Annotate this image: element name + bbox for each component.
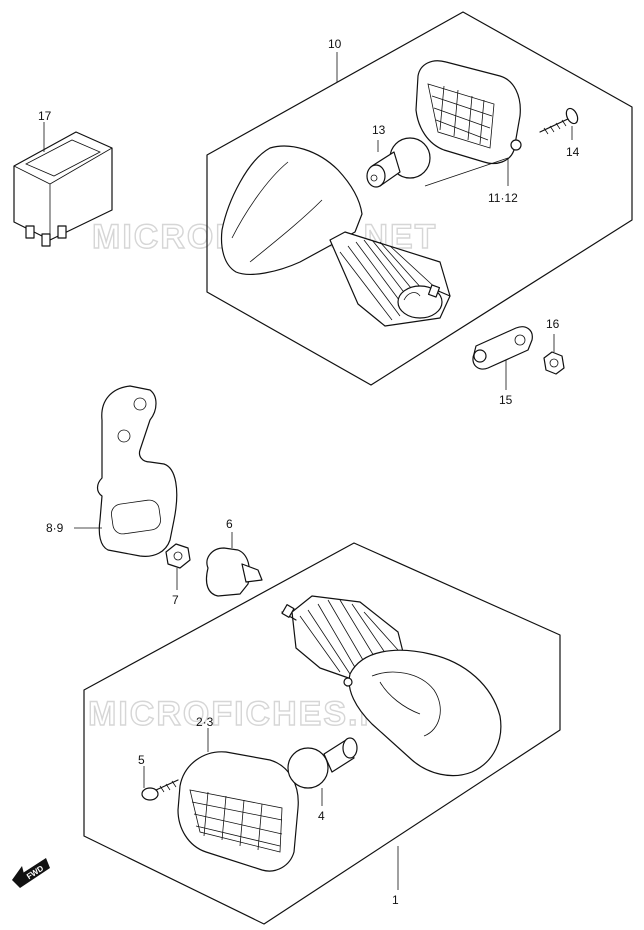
label-part-15: 15 xyxy=(499,393,513,407)
fwd-arrow-icon: FWD xyxy=(12,858,50,888)
label-part-1: 1 xyxy=(392,893,399,907)
label-part-2-3: 2·3 xyxy=(196,715,214,729)
label-part-5: 5 xyxy=(138,753,145,767)
gasket-15 xyxy=(472,326,533,370)
label-part-4: 4 xyxy=(318,809,325,823)
label-part-8-9: 8·9 xyxy=(46,521,64,535)
screw-5 xyxy=(141,779,179,801)
label-part-11-12: 11·12 xyxy=(488,191,518,205)
screw-14 xyxy=(539,107,579,135)
upper-turn-signal-housing xyxy=(220,145,451,327)
label-part-14: 14 xyxy=(566,145,580,159)
label-part-17: 17 xyxy=(38,109,52,123)
lower-bulb xyxy=(287,737,358,789)
nut-16 xyxy=(543,351,565,375)
upper-bulb xyxy=(366,137,431,188)
lower-turn-signal-housing xyxy=(281,595,502,777)
lower-assembly-box xyxy=(83,542,561,925)
bracket-8-9 xyxy=(96,385,178,557)
label-part-16: 16 xyxy=(546,317,560,331)
label-part-6: 6 xyxy=(226,517,233,531)
upper-lens xyxy=(415,60,522,165)
leader-11-12 xyxy=(424,157,509,187)
gasket-6 xyxy=(205,547,263,597)
lower-lens xyxy=(177,751,299,872)
upper-assembly-box xyxy=(206,11,633,386)
label-part-13: 13 xyxy=(372,123,386,137)
relay-17 xyxy=(13,131,113,247)
label-part-7: 7 xyxy=(172,593,179,607)
collar-7 xyxy=(165,543,191,569)
label-part-10: 10 xyxy=(328,37,342,51)
